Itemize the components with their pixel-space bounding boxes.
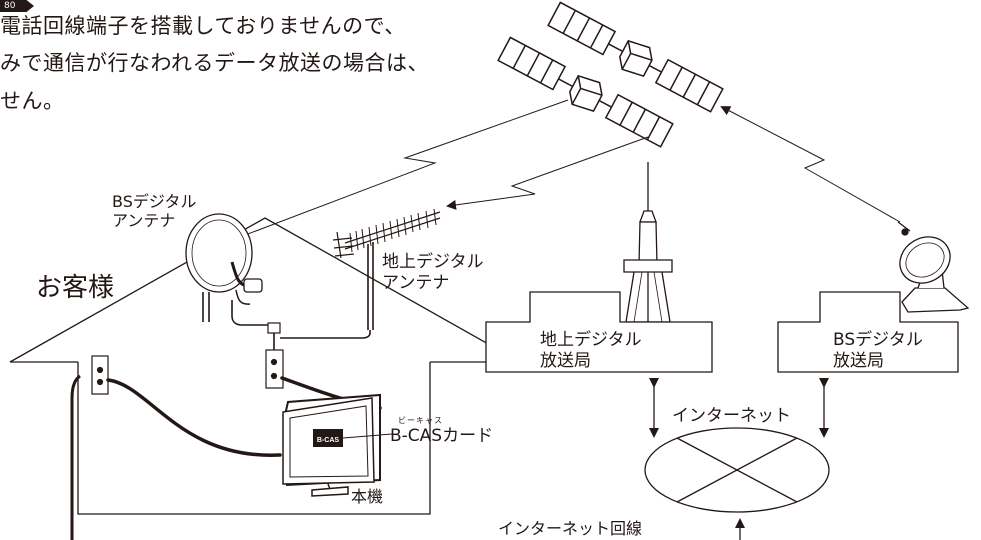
bs-station-label-1: BSデジタル bbox=[833, 330, 923, 350]
main-unit-label: 本機 bbox=[351, 487, 384, 506]
internet-label: インターネット bbox=[672, 406, 791, 426]
internet-cloud-icon bbox=[644, 427, 830, 513]
terrestrial-station-label-2: 放送局 bbox=[540, 351, 591, 371]
network-wall-outlet bbox=[91, 355, 109, 395]
antenna-wall-outlet bbox=[265, 349, 284, 389]
notice-line-2: みで通信が行なわれるデータ放送の場合は、 bbox=[0, 51, 429, 75]
terrestrial-antenna-icon bbox=[332, 208, 441, 330]
terrestrial-station-building bbox=[485, 291, 713, 373]
customer-label: お客様 bbox=[36, 273, 115, 303]
bs-antenna-label-2: アンテナ bbox=[112, 211, 176, 230]
notice-line-3: せん。 bbox=[0, 89, 65, 113]
internet-line-label: インターネット回線 bbox=[498, 519, 643, 538]
terrestrial-antenna-label-2: アンテナ bbox=[382, 273, 450, 293]
bcas-card-icon: B-CAS bbox=[313, 429, 343, 447]
notice-line-1: 電話回線端子を搭載しておりませんので、 bbox=[0, 14, 406, 38]
satellite-downlink-line bbox=[231, 99, 569, 241]
satellite-uplink-line bbox=[720, 106, 901, 223]
broadcast-tower-icon bbox=[623, 162, 673, 323]
satellite-icon bbox=[497, 1, 724, 148]
bs-station-label-2: 放送局 bbox=[833, 351, 884, 371]
antenna-cables bbox=[231, 300, 371, 350]
bs-antenna-label-1: BSデジタル bbox=[112, 192, 197, 211]
bs-antenna-dish-icon bbox=[185, 213, 263, 322]
terrestrial-station-label-1: 地上デジタル bbox=[540, 330, 642, 350]
cable-joiner bbox=[267, 322, 281, 334]
signal-lines bbox=[231, 99, 901, 241]
uplink-dish-icon bbox=[897, 221, 970, 313]
connection-arrows bbox=[649, 378, 829, 540]
terrestrial-antenna-label-1: 地上デジタル bbox=[382, 252, 484, 272]
page-number-badge: 80 bbox=[0, 0, 34, 12]
terrestrial-signal-line bbox=[446, 136, 649, 210]
bs-station-building bbox=[777, 291, 959, 373]
bcas-card-label: B-CASカード bbox=[390, 426, 494, 446]
internet-line-cable bbox=[70, 374, 81, 540]
bcas-ruby: ビーキャス bbox=[398, 416, 443, 425]
bcas-card-logo: B-CAS bbox=[317, 437, 339, 444]
